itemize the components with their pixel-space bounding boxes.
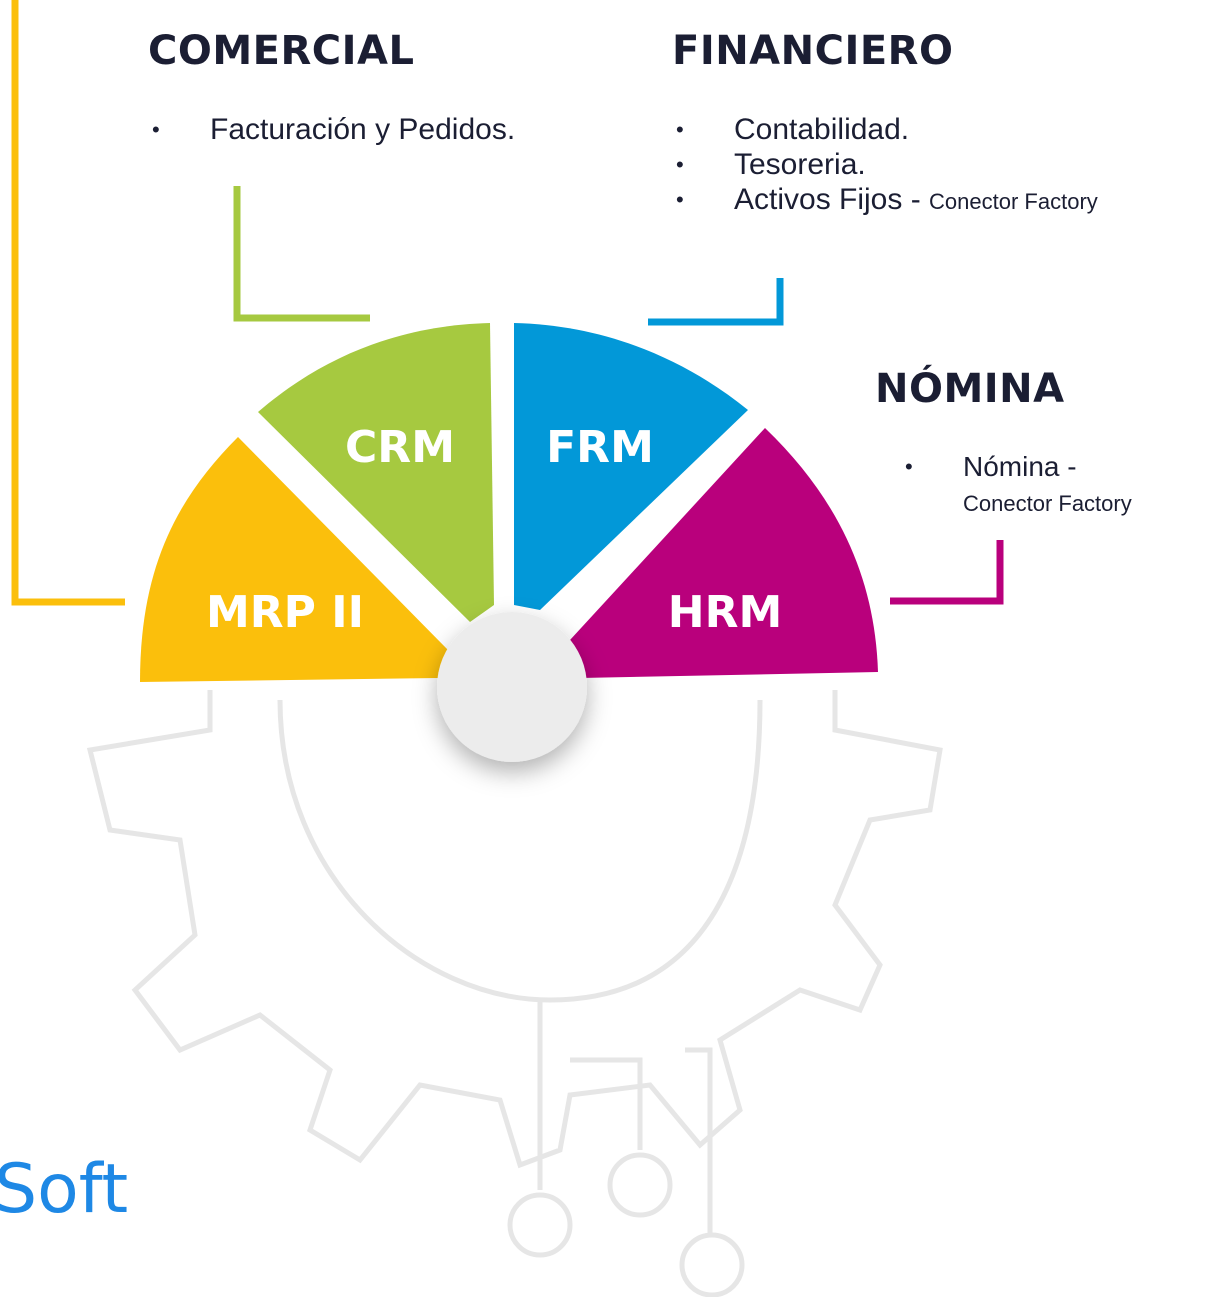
mrp-label: MRP II bbox=[206, 587, 364, 638]
list-item: Activos Fijos - Conector Factory bbox=[676, 182, 1098, 219]
brand-logo: Soft bbox=[0, 1150, 129, 1229]
nomina-connector-note: Conector Factory bbox=[963, 491, 1132, 516]
crm-label: CRM bbox=[345, 422, 455, 473]
hrm-segment bbox=[570, 428, 878, 678]
list-item: Facturación y Pedidos. bbox=[152, 112, 515, 147]
mrp-segment bbox=[140, 437, 448, 682]
nomina-item-text: Nómina - bbox=[963, 451, 1077, 482]
financiero-list: Contabilidad. Tesoreria. Activos Fijos -… bbox=[676, 112, 1098, 219]
frm-segment bbox=[514, 323, 748, 610]
frm-label: FRM bbox=[546, 422, 654, 473]
mrp-connector-line bbox=[11, 0, 125, 606]
list-item: Contabilidad. bbox=[676, 112, 1098, 147]
activos-fijos-text: Activos Fijos - bbox=[734, 183, 921, 216]
nomina-list: Nómina - Conector Factory bbox=[905, 449, 1132, 521]
list-item: Nómina - Conector Factory bbox=[905, 449, 1132, 521]
comercial-list: Facturación y Pedidos. bbox=[152, 112, 515, 147]
list-item: Tesoreria. bbox=[676, 147, 1098, 182]
comercial-heading: COMERCIAL bbox=[148, 28, 415, 74]
hrm-connector-line bbox=[890, 540, 1004, 605]
gear-outline bbox=[86, 690, 943, 1297]
frm-connector-line bbox=[648, 278, 784, 326]
financiero-connector-note: Conector Factory bbox=[929, 189, 1098, 214]
crm-connector-line bbox=[233, 186, 370, 322]
center-hub bbox=[437, 612, 587, 762]
nomina-heading: NÓMINA bbox=[875, 366, 1065, 412]
financiero-heading: FINANCIERO bbox=[672, 28, 954, 74]
hrm-label: HRM bbox=[668, 587, 783, 638]
crm-segment bbox=[258, 323, 494, 622]
